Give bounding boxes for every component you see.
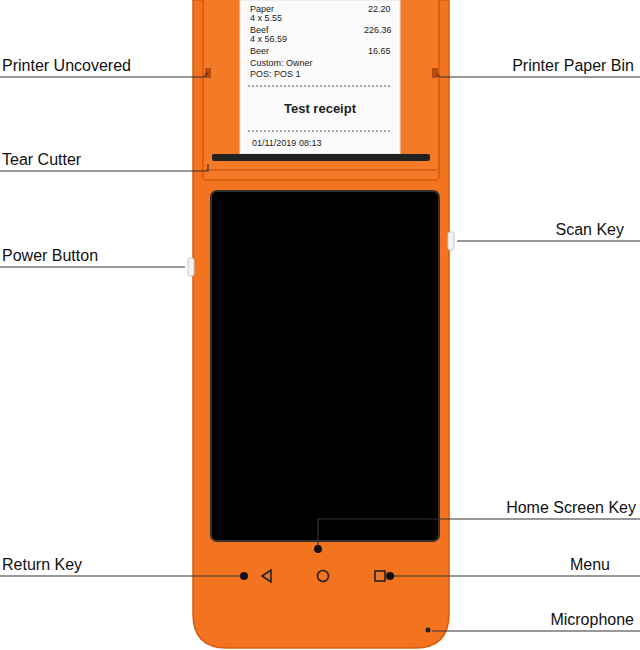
part-label: Menu	[570, 555, 610, 574]
power-button	[188, 258, 194, 276]
menu-icon	[375, 571, 385, 581]
part-label: Return Key	[2, 555, 82, 574]
printer-latch	[432, 68, 438, 78]
receipt-text: 4 x 5.55	[250, 13, 282, 24]
leader-dot	[386, 572, 394, 580]
tear-cutter	[212, 154, 430, 161]
part-label: Tear Cutter	[2, 150, 81, 169]
part-label: Printer Uncovered	[2, 56, 131, 75]
receipt-text: 22.20	[368, 4, 391, 15]
scan-key	[448, 232, 454, 250]
leader-line	[432, 630, 640, 631]
receipt-text: POS: POS 1	[250, 69, 301, 80]
receipt-rule	[248, 131, 392, 132]
leader-line	[437, 74, 640, 77]
leader-line	[457, 240, 640, 241]
home-icon	[318, 571, 329, 582]
leader-dot	[314, 545, 322, 553]
screen	[211, 191, 439, 541]
receipt-text: 4 x 56.59	[250, 34, 287, 45]
receipt-text: 226.36	[364, 25, 392, 36]
return-icon	[262, 570, 271, 582]
leader-line	[0, 575, 241, 576]
microphone-hole	[426, 628, 431, 633]
leader-line	[318, 519, 640, 546]
receipt-text: 01/11/2019 08:13	[252, 138, 321, 149]
part-label: Power Button	[2, 246, 98, 265]
part-label: Microphone	[550, 610, 634, 629]
leader-line	[393, 575, 640, 576]
leader-dot	[240, 572, 248, 580]
receipt-text: 16.65	[368, 46, 391, 57]
receipt-text: Beer	[250, 46, 269, 57]
leader-lines	[0, 73, 640, 631]
leader-dots	[240, 545, 394, 580]
receipt-text: Test receipt	[284, 101, 356, 117]
leader-line	[0, 266, 185, 267]
part-label: Printer Paper Bin	[512, 56, 634, 75]
part-label: Home Screen Key	[506, 498, 636, 517]
receipt-rule	[248, 86, 392, 87]
receipt-paper	[240, 0, 400, 154]
lid-edge	[205, 169, 437, 171]
part-label: Scan Key	[556, 220, 624, 239]
receipt-text: Custom: Owner	[250, 58, 313, 69]
printer-lid	[203, 0, 439, 180]
